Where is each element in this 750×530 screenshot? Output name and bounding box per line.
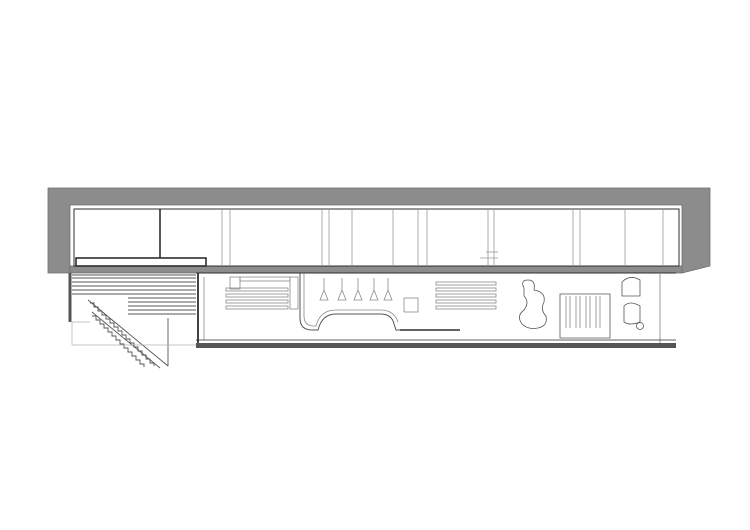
pendant-light [337,278,347,301]
lounge-seating [519,279,547,329]
upper-floor-slab [69,265,683,274]
stair-flight-upper [90,302,155,366]
cabinet [289,276,299,310]
upper-envelope [47,187,711,274]
lower-furniture [225,273,644,339]
shelf-bar [225,293,289,298]
shelf-bar [225,299,289,304]
display-box [403,297,419,313]
shelf-bar [435,293,497,298]
armchair [621,277,641,297]
stair-stringer [87,299,169,367]
shelf-bar [435,287,497,292]
upper-interior [73,208,680,267]
shelf-frame [559,293,611,339]
shelf-bar [435,299,497,304]
pendant-light [319,278,329,301]
upper-envelope-shell [47,187,711,274]
stair-core [72,274,196,369]
armchair [623,302,641,325]
upper-partitions [159,209,664,266]
shelf-bar [435,281,497,286]
pendant-light [383,278,393,301]
stair-stringer [91,311,161,369]
shelf-bar [225,287,289,292]
shelf-unit [239,276,291,282]
reception-counter-inner [303,273,399,327]
stair-flight-lower [92,315,145,367]
lower-floor-slab [196,343,676,348]
upper-balcony [75,257,207,267]
stool [636,322,644,330]
balcony-rail [75,257,207,267]
pendant-light [369,278,379,301]
lower-structure [68,272,676,348]
pendant-light [353,278,363,301]
shelf-unit [229,276,241,290]
shelf-bar [435,305,497,310]
stair-projection [71,321,196,346]
reception-counter [299,273,460,331]
shelf-bar [225,305,289,310]
